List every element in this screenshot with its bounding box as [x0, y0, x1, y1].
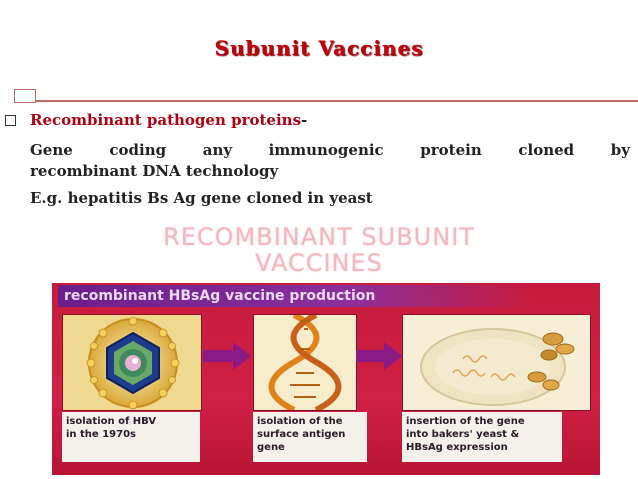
figure-title: RECOMBINANT SUBUNIT VACCINES — [0, 224, 638, 276]
title-divider — [36, 100, 638, 102]
step-caption-antigen: isolation of the surface antigen gene — [253, 412, 367, 462]
body-line-1: Gene coding any immunogenic protein clon… — [30, 141, 630, 159]
body-word: cloned — [518, 141, 575, 159]
heading-text: Recombinant pathogen proteins — [30, 111, 302, 129]
body-word: immunogenic — [268, 141, 384, 159]
caption-line: isolation of the — [257, 416, 343, 427]
dna-helix-illustration — [253, 314, 357, 411]
caption-line: isolation of HBV — [66, 416, 157, 427]
step-caption-hbv: isolation of HBV in the 1970s — [62, 412, 200, 462]
dna-icon — [254, 315, 356, 410]
body-word: any — [202, 141, 233, 159]
caption-line: HBsAg expression — [406, 442, 508, 453]
caption-line: insertion of the gene — [406, 416, 525, 427]
slide-title: Subunit Vaccines — [214, 36, 424, 60]
right-arrow-icon — [203, 342, 251, 370]
step-caption-yeast: insertion of the gene into bakers' yeast… — [402, 412, 562, 462]
body-word: coding — [109, 141, 167, 159]
example-text: E.g. hepatitis Bs Ag gene cloned in yeas… — [30, 189, 373, 207]
body-line-2: recombinant DNA technology — [30, 162, 279, 180]
body-word: by — [610, 141, 630, 159]
body-word: Gene — [30, 141, 73, 159]
virus-icon — [63, 315, 201, 410]
heading-dash: - — [301, 111, 308, 129]
square-bullet-icon — [5, 115, 16, 126]
hbv-virus-illustration — [62, 314, 202, 411]
caption-line: in the 1970s — [66, 429, 136, 440]
title-decoration-box — [14, 89, 36, 103]
figure-header: recombinant HBsAg vaccine production — [58, 285, 534, 307]
right-arrow-icon — [356, 342, 402, 370]
figure-title-line: RECOMBINANT SUBUNIT — [163, 223, 475, 251]
yeast-cell-illustration — [402, 314, 591, 411]
caption-line: into bakers' yeast & — [406, 429, 520, 440]
caption-line: surface antigen — [257, 429, 346, 440]
caption-line: gene — [257, 442, 285, 453]
figure-title-line: VACCINES — [255, 249, 383, 277]
bullet-heading: Recombinant pathogen proteins- — [30, 111, 307, 129]
body-word: protein — [420, 141, 482, 159]
yeast-icon — [403, 315, 590, 410]
